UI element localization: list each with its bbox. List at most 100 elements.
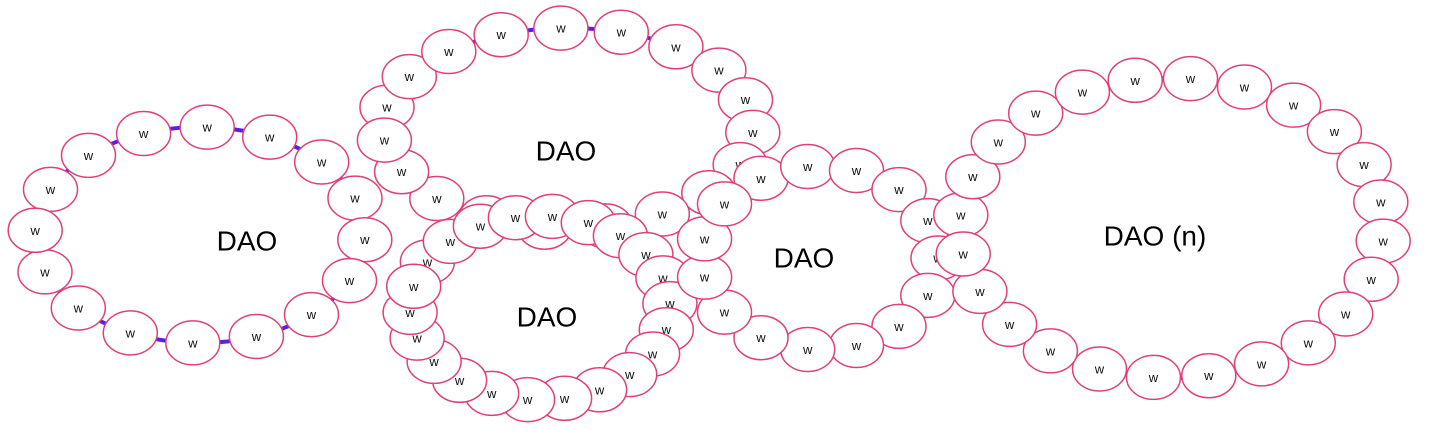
member-node: w — [283, 291, 340, 338]
member-node-label: w — [1077, 85, 1088, 100]
member-node-label: w — [802, 342, 813, 357]
member-node-shape — [981, 301, 1038, 348]
member-node: w — [871, 303, 927, 350]
member-node: w — [648, 24, 704, 70]
member-node-shape — [421, 28, 477, 75]
member-node-shape — [1181, 352, 1237, 399]
member-node-label: w — [1378, 234, 1389, 249]
member-node: w — [676, 216, 733, 262]
member-node-label: w — [264, 130, 275, 145]
member-node-shape — [115, 110, 172, 157]
dao-labels: DAO DAO DAO DAO DAO (n) — [217, 136, 1207, 333]
member-node-label: w — [958, 247, 969, 262]
member-node-shape — [165, 320, 221, 366]
member-node-label: w — [1366, 272, 1377, 287]
member-node-label: w — [73, 301, 84, 316]
member-node-label: w — [802, 159, 813, 174]
member-node: w — [50, 285, 107, 331]
member-node: w — [179, 104, 235, 150]
member-node: w — [321, 257, 378, 304]
member-node-label: w — [1203, 368, 1214, 383]
member-node: w — [1317, 291, 1374, 337]
member-node-shape — [241, 114, 298, 160]
member-node: w — [60, 132, 117, 179]
member-node: w — [1265, 82, 1322, 128]
member-node-shape — [1265, 82, 1322, 128]
member-node-label: w — [306, 307, 317, 322]
member-node-label: w — [359, 232, 370, 247]
member-node: w — [828, 147, 885, 194]
member-node-shape — [385, 263, 442, 310]
member-node-shape — [733, 314, 789, 361]
member-node: w — [385, 263, 442, 310]
member-node: w — [871, 166, 927, 213]
member-node-label: w — [974, 284, 985, 299]
member-node-shape — [593, 9, 650, 55]
member-node-shape — [970, 119, 1027, 165]
member-node-shape — [1233, 341, 1290, 387]
member-node-label: w — [583, 215, 594, 230]
member-node: w — [1022, 328, 1079, 374]
member-node: w — [421, 28, 477, 75]
member-node-label: w — [1148, 370, 1159, 385]
member-node: w — [933, 192, 989, 238]
member-node: w — [1355, 218, 1411, 264]
member-node-label: w — [1094, 362, 1105, 377]
member-node-label: w — [125, 325, 136, 340]
member-node: w — [1306, 108, 1363, 155]
member-node-label: w — [510, 210, 521, 225]
member-node: w — [981, 301, 1038, 348]
member-node-label: w — [657, 207, 668, 222]
member-node-label: w — [45, 182, 56, 197]
member-node-label: w — [1239, 80, 1250, 95]
member-node-shape — [1022, 328, 1079, 374]
member-node-label: w — [431, 191, 442, 206]
member-node-label: w — [699, 231, 710, 246]
member-node: w — [293, 139, 350, 185]
member-node-shape — [634, 191, 691, 237]
member-node-shape — [293, 139, 350, 185]
member-node-label: w — [443, 44, 454, 59]
member-node-label: w — [616, 25, 627, 40]
member-node-shape — [1317, 291, 1374, 337]
member-node-label: w — [1030, 106, 1041, 121]
member-node: w — [409, 175, 465, 222]
member-node-label: w — [755, 330, 766, 345]
member-node-label: w — [1340, 307, 1351, 322]
dao-label-2: DAO — [536, 136, 597, 167]
member-node-shape — [7, 207, 63, 254]
member-node-label: w — [559, 391, 570, 406]
member-node-label: w — [1004, 317, 1015, 332]
member-node: w — [241, 114, 298, 160]
member-node-shape — [828, 147, 885, 194]
member-node-shape — [283, 291, 340, 338]
member-node-label: w — [851, 163, 862, 178]
member-node-shape — [871, 303, 927, 350]
member-node: w — [634, 191, 691, 237]
member-node-label: w — [381, 100, 392, 115]
member-node-label: w — [657, 270, 668, 285]
member-node: w — [593, 9, 650, 55]
member-node-shape — [1007, 90, 1064, 136]
member-node-label: w — [39, 264, 50, 279]
member-node-label: w — [661, 322, 672, 337]
member-node: w — [1343, 256, 1399, 303]
member-node-shape — [648, 24, 704, 70]
member-node-shape — [1162, 55, 1219, 102]
member-node-label: w — [475, 219, 486, 234]
member-node-shape — [179, 104, 235, 150]
member-node-shape — [1107, 57, 1163, 104]
member-node-label: w — [1358, 157, 1369, 172]
member-node-shape — [935, 231, 991, 277]
member-node-shape — [1125, 354, 1182, 401]
member-node-label: w — [396, 164, 407, 179]
member-node-label: w — [755, 171, 766, 186]
member-node: w — [676, 254, 733, 300]
member-node-label: w — [747, 125, 758, 140]
member-node-label: w — [30, 223, 41, 238]
member-node: w — [17, 249, 73, 295]
member-node: w — [7, 207, 63, 254]
member-node: w — [970, 119, 1027, 165]
member-node-label: w — [993, 135, 1004, 150]
member-node-label: w — [670, 39, 681, 54]
